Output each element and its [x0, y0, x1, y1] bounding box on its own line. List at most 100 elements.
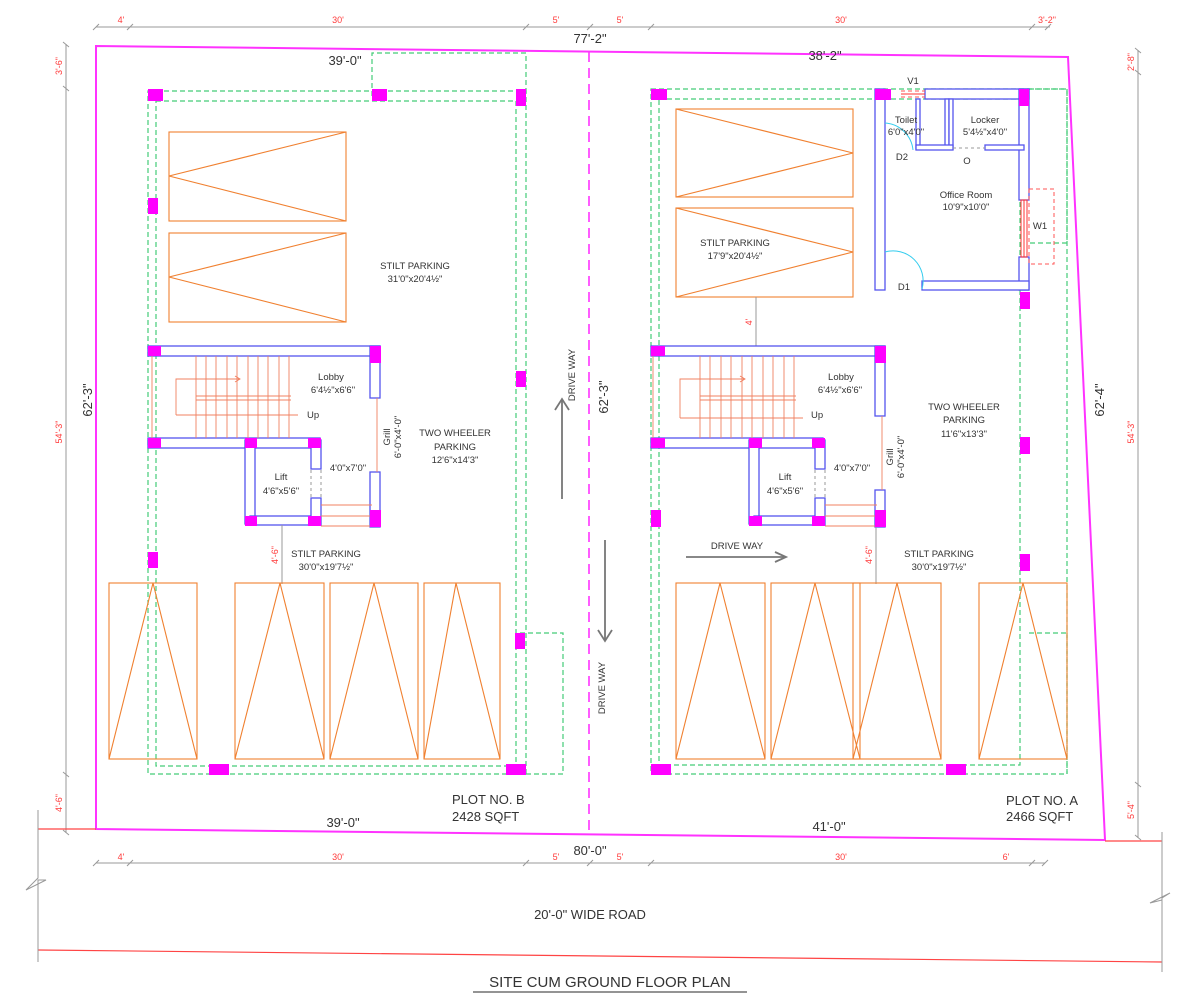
driveway-up-label: DRIVE WAY	[567, 348, 578, 401]
plot-b-grill-label: Grill	[382, 429, 393, 446]
plot-b-bottom-car-4	[423, 582, 501, 760]
bottom-dim-4: 5'	[617, 852, 624, 862]
window-label: W1	[1033, 221, 1047, 232]
plot-a-rear-width: 38'-2"	[808, 48, 842, 63]
plot-a-stilt-bottom-size: 30'0"x19'7½"	[912, 562, 967, 573]
plot-b: STILT PARKING 31'0"x20'4½" Up Lobby 6'4½…	[108, 52, 564, 830]
left-dim-1: 3'-6"	[54, 57, 64, 75]
driveway-down-label: DRIVE WAY	[597, 661, 608, 714]
plot-a-lobby-size: 6'4½"x6'6"	[818, 385, 862, 396]
top-dim-4: 5'	[617, 15, 624, 25]
plot-a-stilt-bottom-label: STILT PARKING	[904, 549, 974, 560]
window-w1	[1020, 188, 1055, 265]
toilet-label: Toilet	[895, 115, 918, 126]
top-dim-2: 30'	[332, 15, 344, 25]
plot-a-stair-up: Up	[811, 410, 823, 421]
plot-a-stilt-top-size: 17'9"x20'4½"	[708, 251, 763, 262]
plot-a-gap-dim: 4'	[744, 318, 754, 325]
plot-b-two-wheeler-line1: TWO WHEELER	[419, 428, 491, 439]
plot-a-front-projection	[1029, 632, 1068, 774]
top-total-dim: 77'-2"	[573, 31, 607, 46]
ventilator-v1	[901, 90, 925, 98]
plot-b-stair	[175, 356, 298, 438]
top-dim-1: 4'	[118, 15, 125, 25]
plot-b-top-car-2	[168, 232, 347, 323]
top-dim-6: 3'-2"	[1038, 15, 1056, 25]
plot-a-bottom-car-2	[770, 582, 861, 760]
plot-b-rear-projection	[371, 52, 527, 96]
plot-b-lobby-label: Lobby	[318, 372, 344, 383]
left-dim-2: 54'-3"	[54, 421, 64, 444]
plot-b-front-projection	[520, 632, 564, 775]
plot-a-setback-outer	[650, 88, 1068, 775]
bottom-dim-2: 30'	[332, 852, 344, 862]
right-dim-3: 5'-4"	[1126, 801, 1136, 819]
plot-a-stilt-top-label: STILT PARKING	[700, 238, 770, 249]
plot-b-lift-door: 4'0"x7'0"	[330, 463, 366, 474]
plot-b-lift-label: Lift	[275, 472, 288, 483]
bottom-total-dim: 80'-0"	[573, 843, 607, 858]
plot-a-driveway-label: DRIVE WAY	[711, 541, 764, 552]
plot-b-rear-width: 39'-0"	[328, 53, 362, 68]
plot-b-top-car-1	[168, 131, 347, 222]
plot-b-lift-size: 4'6"x5'6"	[263, 486, 299, 497]
plot-b-stilt-bottom-size: 30'0"x19'7½"	[299, 562, 354, 573]
office-left-wall	[874, 88, 886, 291]
plot-b-two-wheeler-line2: PARKING	[434, 442, 476, 453]
door-d1-label: D1	[898, 282, 910, 293]
plot-a-two-wheeler-line2: PARKING	[943, 415, 985, 426]
plot-a-setback-inner	[658, 98, 1021, 766]
plot-a-rear-projection	[1029, 88, 1068, 244]
plot-b-stair-up: Up	[307, 410, 319, 421]
plot-b-stilt-top-size: 31'0"x20'4½"	[388, 274, 443, 285]
site-boundary	[95, 44, 1107, 842]
left-depth-dim: 62'-3"	[80, 383, 95, 417]
locker-label: Locker	[971, 115, 1000, 126]
plot-b-lobby-size: 6'4½"x6'6"	[311, 385, 355, 396]
plot-a-lift-label: Lift	[779, 472, 792, 483]
right-dimension-chain: 2'-8" 54'-3" 5'-4" 62'-4"	[1092, 47, 1142, 841]
road-far-edge	[37, 949, 1163, 963]
plot-a: STILT PARKING 17'9"x20'4½" Toilet 6'0"x4…	[650, 76, 1078, 834]
top-dim-3: 5'	[553, 15, 560, 25]
plot-a-two-wheeler-size: 11'6"x13'3"	[941, 429, 987, 440]
plot-b-name: PLOT NO. B	[452, 792, 525, 807]
locker-size: 5'4½"x4'0"	[963, 127, 1007, 138]
left-dim-3: 4'-6"	[54, 794, 64, 812]
plot-a-grill-label: Grill	[885, 449, 896, 466]
plot-a-bottom-car-4	[978, 582, 1068, 760]
drawing-title: SITE CUM GROUND FLOOR PLAN	[489, 974, 731, 991]
opening-label: O	[963, 156, 970, 167]
plot-b-columns	[148, 89, 526, 775]
plot-b-bottom-car-1	[108, 582, 198, 760]
top-dimension-chain: 4' 30' 5' 5' 30' 3'-2"	[92, 15, 1056, 31]
center-depth-dim: 62'-3"	[596, 380, 611, 414]
bottom-dim-5: 30'	[835, 852, 847, 862]
plot-a-stair	[679, 356, 803, 438]
bottom-dim-1: 4'	[118, 852, 125, 862]
plot-a-top-car-1	[675, 108, 854, 198]
plot-a-name: PLOT NO. A	[1006, 793, 1078, 808]
plot-a-front-width: 41'-0"	[812, 819, 846, 834]
plot-a-top-car-2	[675, 207, 854, 298]
left-dimension-chain: 3'-6" 54'-3" 4'-6" 62'-3"	[54, 41, 95, 836]
plot-b-stilt-bottom-label: STILT PARKING	[291, 549, 361, 560]
plot-a-columns	[651, 89, 1030, 775]
plot-a-lobby-label: Lobby	[828, 372, 854, 383]
plot-b-setback-inner	[155, 100, 517, 767]
plot-b-bottom-car-3	[329, 582, 419, 760]
top-dim-5: 30'	[835, 15, 847, 25]
door-d1-swing	[884, 250, 924, 290]
right-dim-2: 54'-3"	[1126, 421, 1136, 444]
right-depth-dim: 62'-4"	[1092, 383, 1107, 417]
plot-b-grill-size: 6'-0"x4'-0"	[393, 416, 404, 459]
plot-b-lobby-offset: 4'-6"	[270, 546, 280, 564]
plot-b-front-width: 39'-0"	[326, 815, 360, 830]
plot-b-two-wheeler-size: 12'6"x14'3"	[432, 455, 479, 466]
toilet-size: 6'0"x4'0"	[888, 127, 924, 138]
road: 20'-0" WIDE ROAD 80'-0"	[25, 810, 1171, 972]
office-size: 10'9"x10'0"	[943, 202, 990, 213]
plot-a-bottom-car-3	[852, 582, 942, 760]
door-d2-label: D2	[896, 152, 908, 163]
